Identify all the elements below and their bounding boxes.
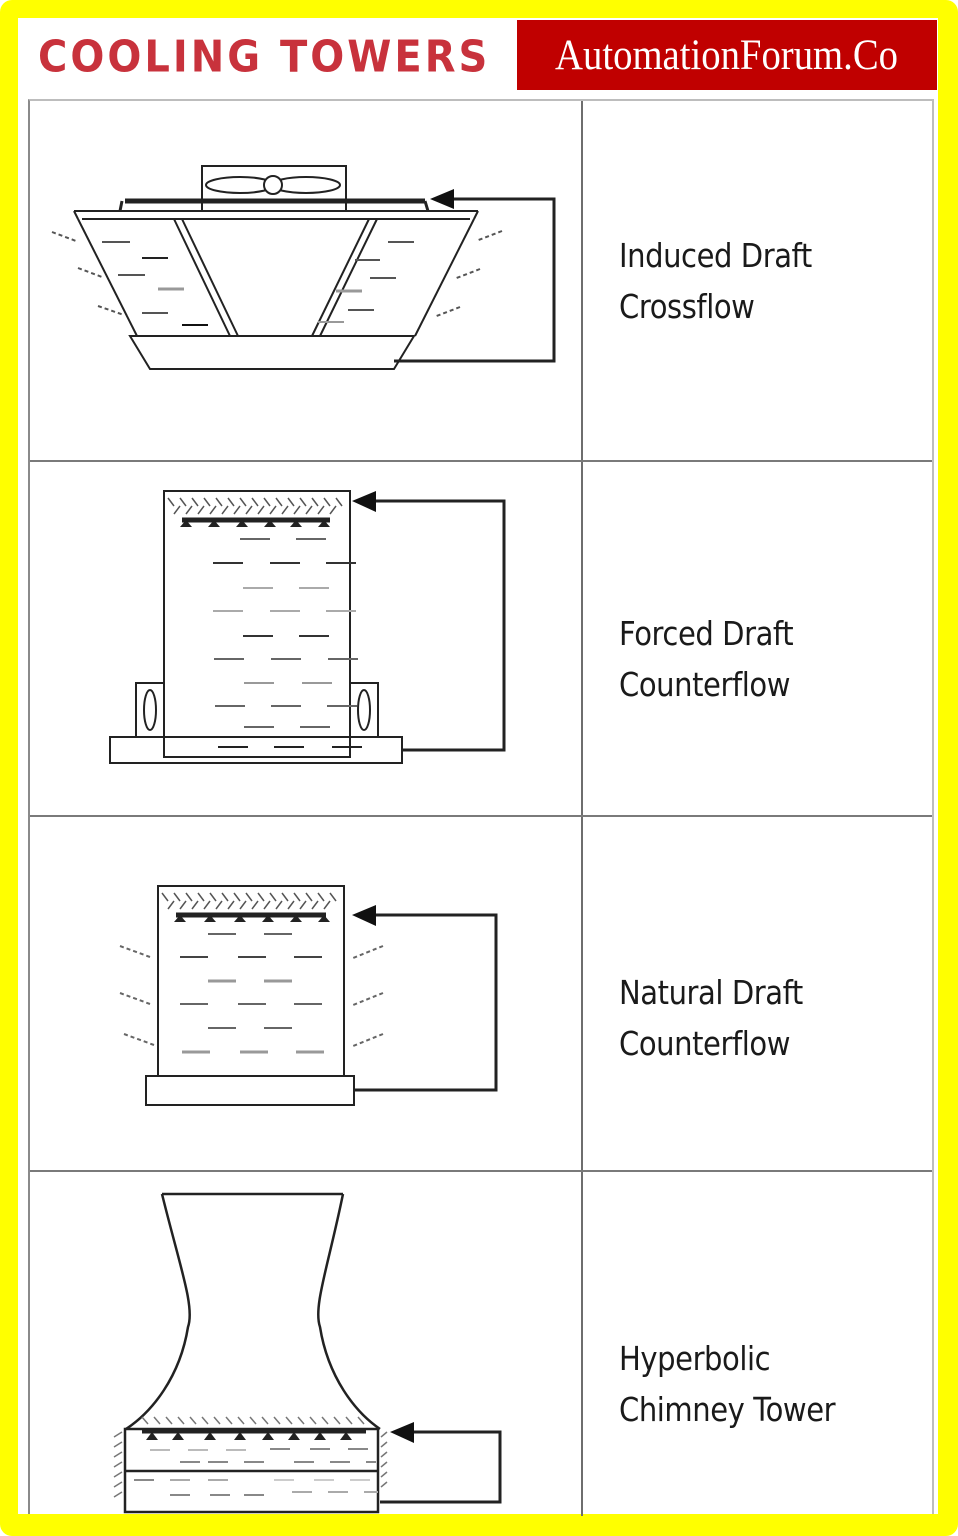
column-divider bbox=[581, 101, 583, 460]
column-divider bbox=[581, 817, 583, 1170]
table-row-hyperbolic: Hyperbolic Chimney Tower bbox=[30, 1172, 932, 1516]
forced-draft-counterflow-icon bbox=[109, 490, 506, 764]
table-row-induced-draft: Induced Draft Crossflow bbox=[30, 101, 932, 462]
induced-draft-crossflow-figure bbox=[30, 101, 581, 460]
table-row-natural-draft: Natural Draft Counterflow bbox=[30, 817, 932, 1172]
hyperbolic-chimney-icon bbox=[113, 1192, 502, 1514]
brand-banner: AutomationForum.Co bbox=[517, 20, 937, 90]
brand-text: AutomationForum.Co bbox=[555, 31, 899, 79]
cooling-tower-table: Induced Draft Crossflow bbox=[28, 99, 934, 1516]
natural-draft-counterflow-icon bbox=[119, 885, 498, 1106]
natural-draft-counterflow-figure bbox=[30, 817, 581, 1170]
table-row-forced-draft: Forced Draft Counterflow bbox=[30, 462, 932, 817]
hyperbolic-chimney-figure bbox=[30, 1172, 581, 1516]
induced-draft-crossflow-icon bbox=[51, 165, 556, 370]
forced-draft-counterflow-figure bbox=[30, 462, 581, 815]
column-divider bbox=[581, 462, 583, 815]
page-title: COOLING TOWERS bbox=[38, 32, 491, 83]
diagram-panel bbox=[18, 18, 938, 1514]
tower-label-natural-draft: Natural Draft Counterflow bbox=[619, 973, 803, 1063]
column-divider bbox=[581, 1172, 583, 1516]
tower-label-hyperbolic: Hyperbolic Chimney Tower bbox=[619, 1339, 836, 1429]
tower-label-induced-draft: Induced Draft Crossflow bbox=[619, 236, 812, 326]
tower-label-forced-draft: Forced Draft Counterflow bbox=[619, 614, 794, 704]
